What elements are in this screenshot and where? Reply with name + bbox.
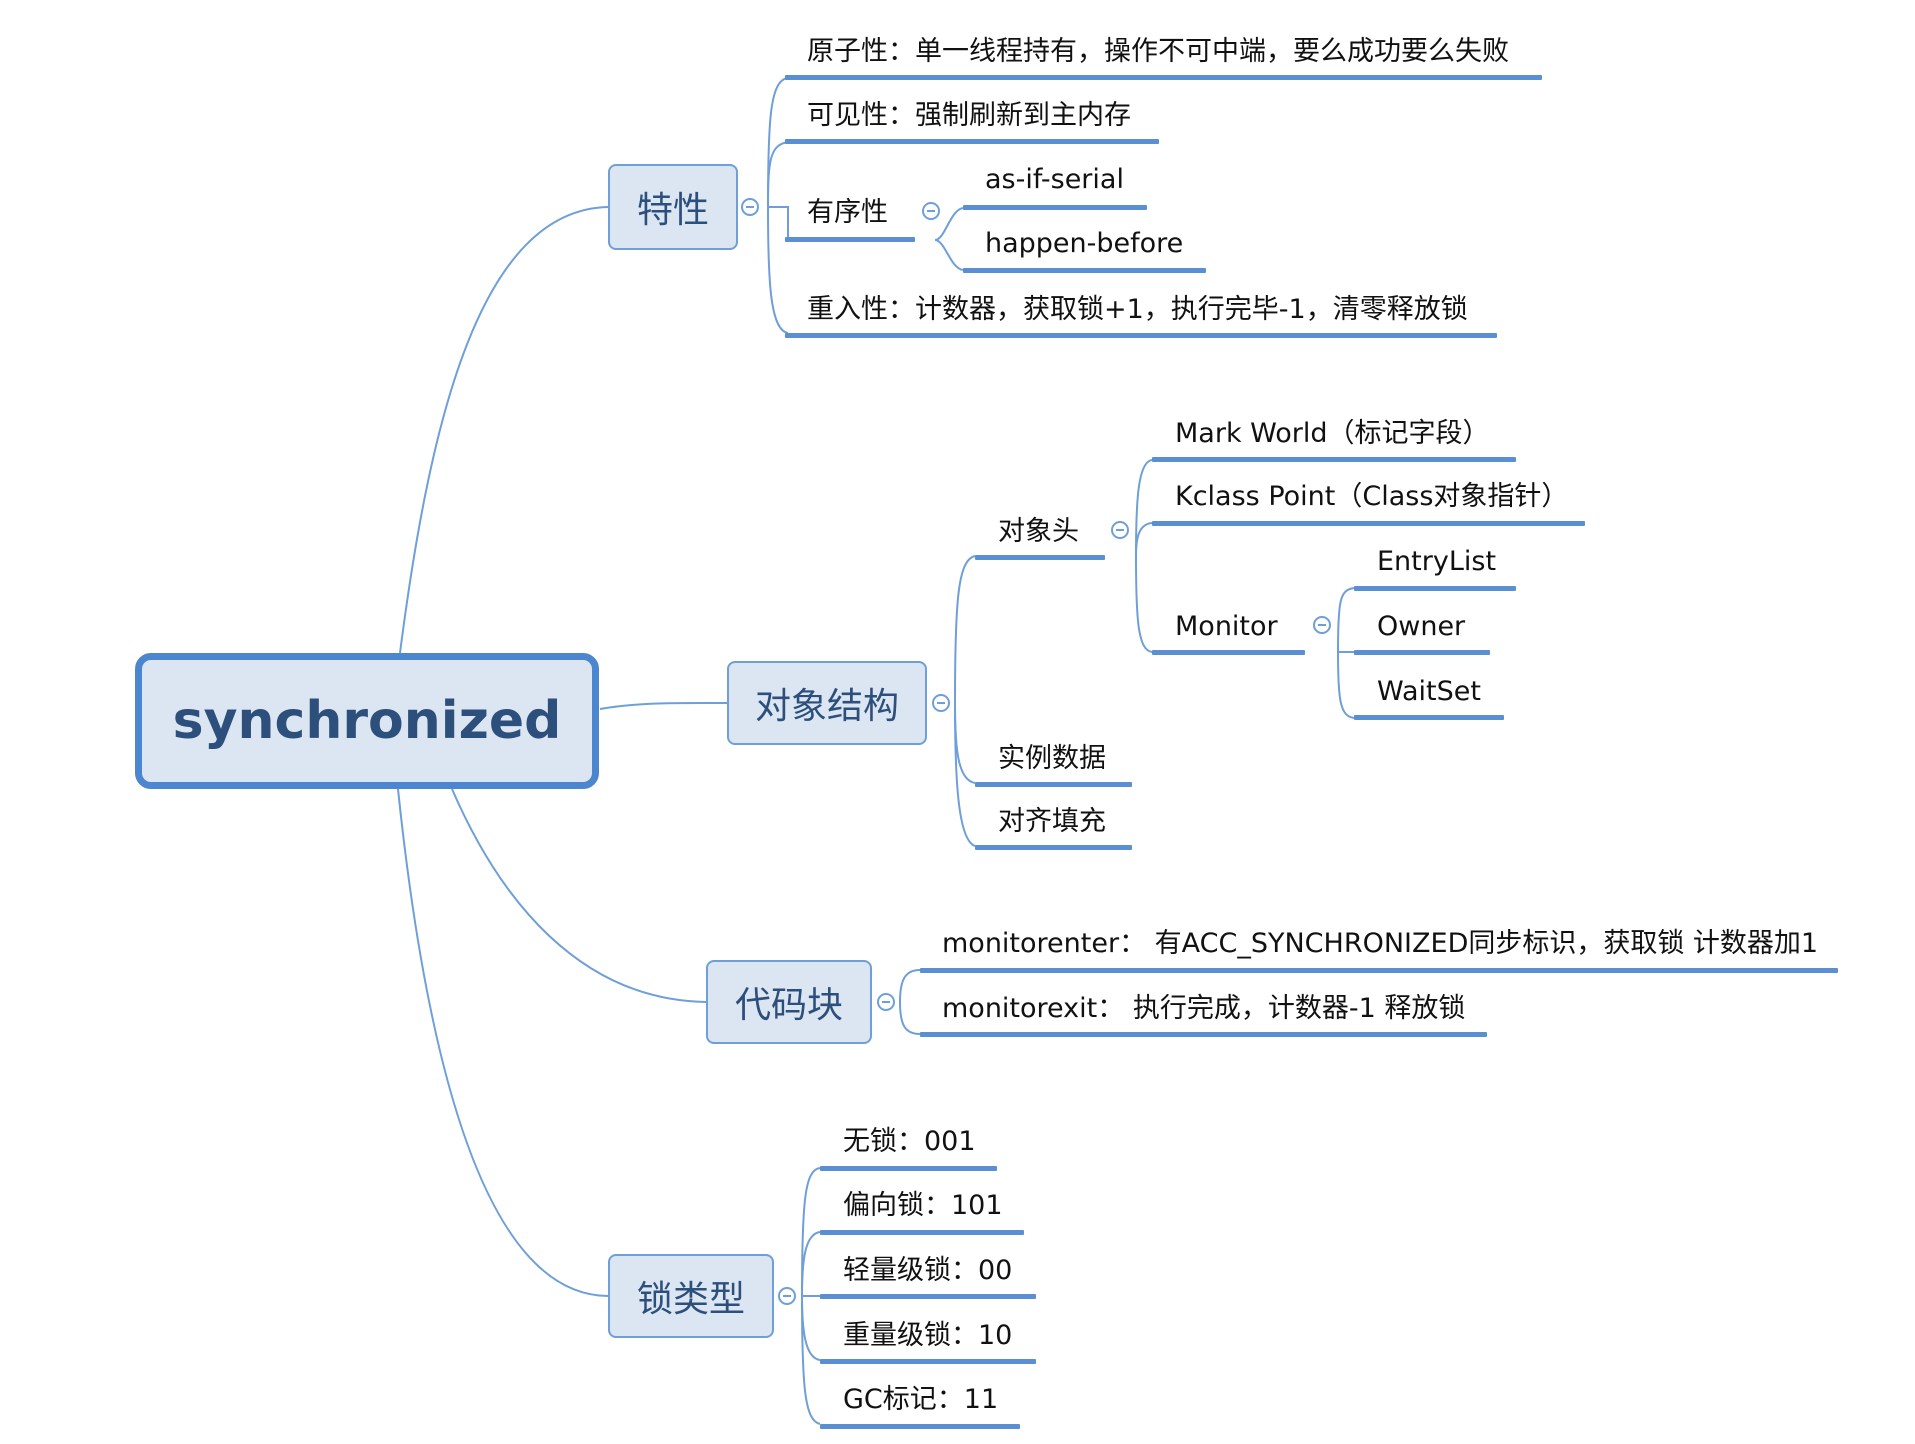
connector-root-lock-types [397, 788, 609, 1297]
topic-object-structure[interactable]: 对象结构 [727, 661, 927, 745]
leaf-lock-lightweight: 轻量级锁：00 [843, 1255, 1013, 1286]
leaf-lock-biased: 偏向锁：101 [843, 1190, 1003, 1221]
leaf-lock-none: 无锁：001 [843, 1126, 976, 1157]
leaf-owner: Owner [1377, 611, 1466, 642]
collapse-traits-icon[interactable] [741, 198, 759, 216]
leaf-klass-point: Kclass Point（Class对象指针） [1175, 481, 1569, 512]
leaf-monitorenter: monitorenter： 有ACC_SYNCHRONIZED同步标识，获取锁 … [942, 928, 1819, 959]
leaf-monitor: Monitor [1175, 611, 1278, 642]
leaf-visibility: 可见性：强制刷新到主内存 [807, 100, 1131, 131]
root-node[interactable]: synchronized [135, 653, 599, 789]
topic-lock-types[interactable]: 锁类型 [608, 1254, 774, 1338]
topic-code-block[interactable]: 代码块 [706, 960, 872, 1044]
collapse-lock-types-icon[interactable] [778, 1287, 796, 1305]
leaf-object-header: 对象头 [998, 516, 1079, 547]
leaf-instance-data: 实例数据 [998, 743, 1106, 774]
leaf-atomicity: 原子性：单一线程持有，操作不可中端，要么成功要么失败 [807, 36, 1509, 67]
leaf-lock-gc-mark: GC标记：11 [843, 1384, 999, 1415]
collapse-object-structure-icon[interactable] [932, 694, 950, 712]
root-label: synchronized [172, 691, 562, 751]
collapse-object-header-icon[interactable] [1111, 521, 1129, 539]
leaf-ordering: 有序性 [807, 197, 888, 228]
topic-traits-label: 特性 [636, 190, 709, 231]
leaf-happen-before: happen-before [985, 228, 1184, 259]
connector-root-object-structure [599, 701, 728, 710]
leaf-monitorexit: monitorexit： 执行完成，计数器-1 释放锁 [942, 993, 1466, 1024]
topic-object-structure-label: 对象结构 [754, 686, 899, 727]
leaf-entrylist: EntryList [1377, 546, 1497, 577]
collapse-monitor-icon[interactable] [1313, 616, 1331, 634]
collapse-code-block-icon[interactable] [877, 993, 895, 1011]
leaf-mark-word: Mark World（标记字段） [1175, 418, 1490, 449]
topic-traits[interactable]: 特性 [608, 164, 738, 250]
connector-root-traits [399, 206, 609, 654]
topic-code-block-label: 代码块 [734, 985, 843, 1026]
leaf-lock-heavyweight: 重量级锁：10 [843, 1320, 1013, 1351]
topic-lock-types-label: 锁类型 [636, 1279, 745, 1320]
connector-root-code-block [451, 788, 707, 1003]
leaf-padding: 对齐填充 [998, 806, 1106, 837]
collapse-ordering-icon[interactable] [922, 202, 940, 220]
leaf-as-if-serial: as-if-serial [985, 164, 1124, 195]
leaf-waitset: WaitSet [1377, 676, 1481, 707]
leaf-reentrancy: 重入性：计数器，获取锁+1，执行完毕-1，清零释放锁 [807, 294, 1468, 325]
